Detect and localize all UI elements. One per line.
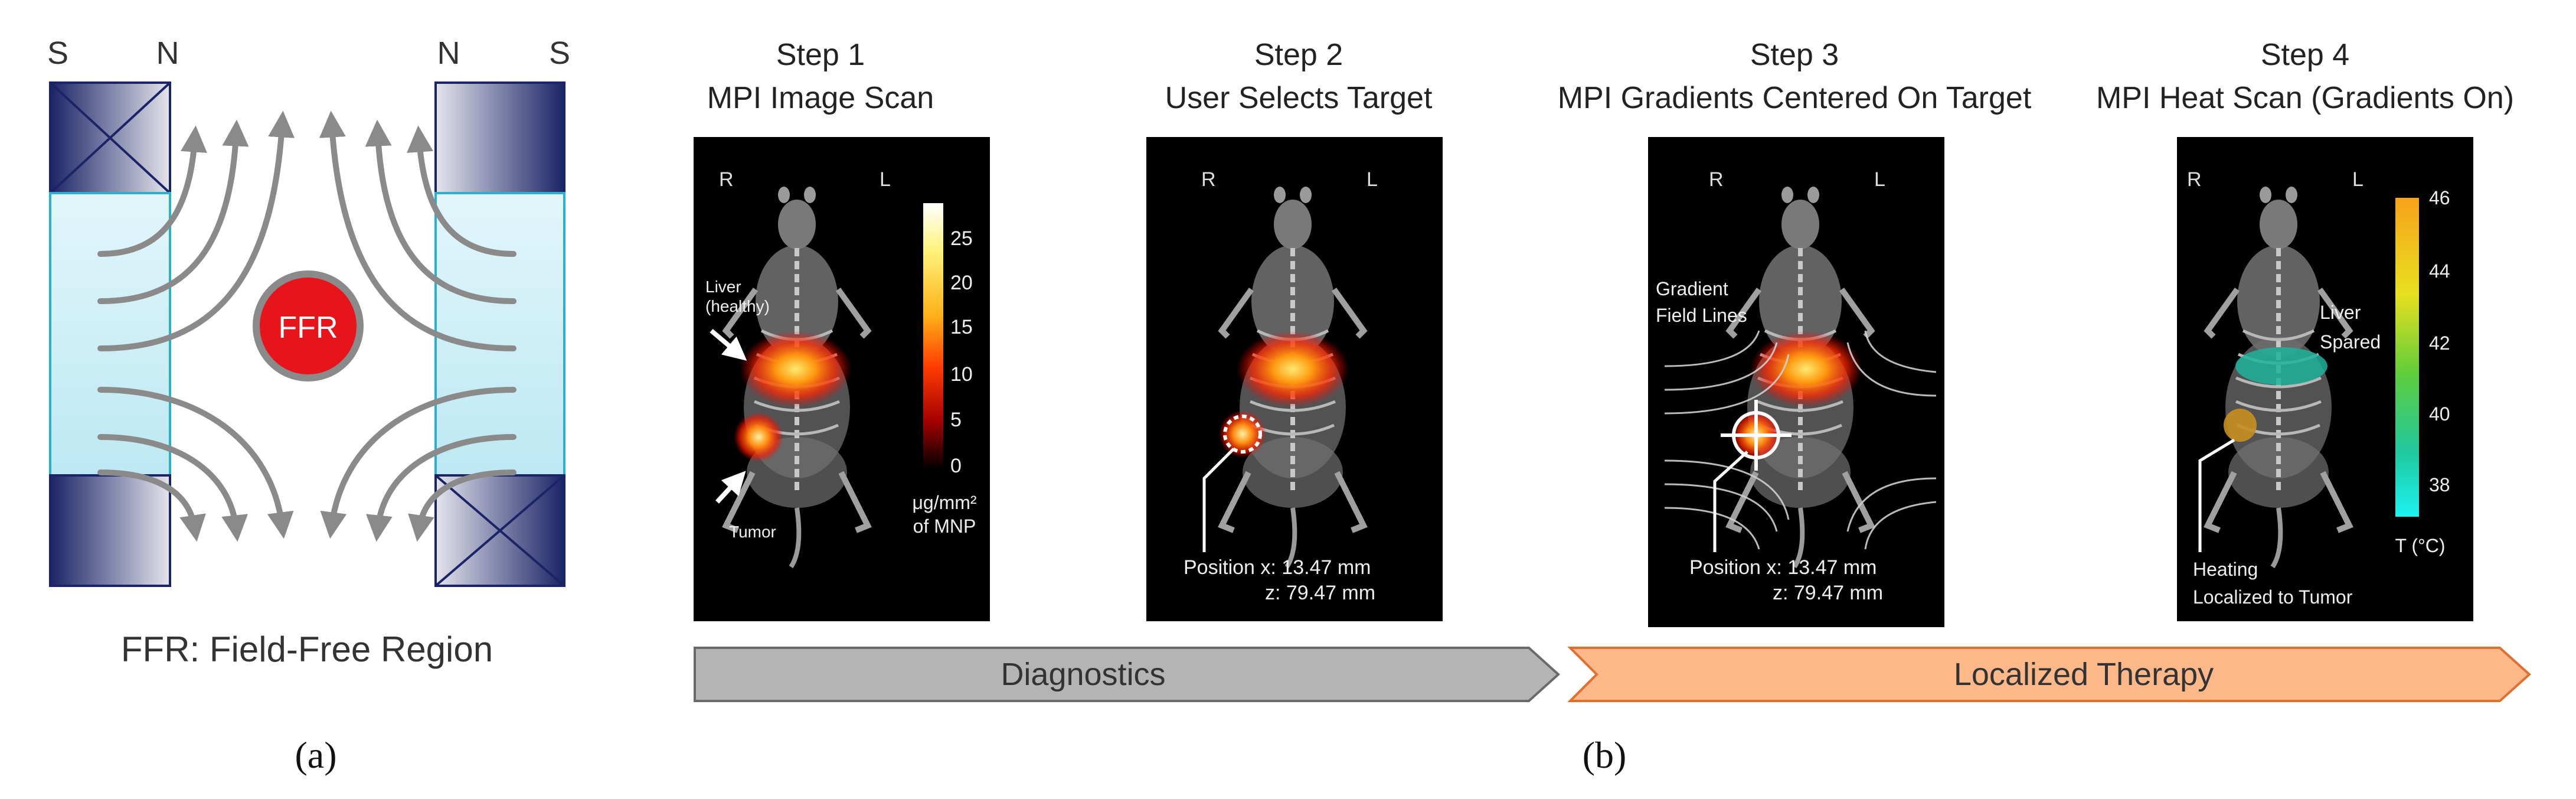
pole-label-n-right: N xyxy=(437,35,460,71)
step-2-number: Step 2 xyxy=(1254,38,1343,72)
tick-25: 25 xyxy=(950,227,973,250)
orientation-r: R xyxy=(1201,168,1216,191)
tumor-arrow xyxy=(715,471,746,504)
step-3-image: R L Gradient Field Lines Position x: 13.… xyxy=(1648,137,1944,627)
step-4-number: Step 4 xyxy=(2261,38,2349,72)
tumor-region-hot xyxy=(2224,409,2257,442)
tick-44: 44 xyxy=(2429,260,2450,282)
pole-label-n-left: N xyxy=(156,35,179,71)
tick-20: 20 xyxy=(950,272,973,294)
therapy-arrow xyxy=(1567,647,2531,702)
tick-46: 46 xyxy=(2429,187,2450,208)
liver-region-cool xyxy=(2235,347,2327,385)
magnet-bottom-left xyxy=(49,474,171,587)
target-selection-circle xyxy=(1223,415,1262,454)
diagnostics-arrow xyxy=(694,647,1560,702)
position-x: Position x: 13.47 mm xyxy=(1689,556,1877,579)
temperature-unit: T (°C) xyxy=(2395,535,2445,556)
panel-b-label: (b) xyxy=(1583,734,1627,776)
field-lines xyxy=(97,110,516,542)
step-2-title: User Selects Target xyxy=(1165,81,1433,115)
temperature-colorbar xyxy=(2395,198,2419,517)
ffr-circle xyxy=(253,270,364,381)
orientation-l: L xyxy=(1367,168,1378,191)
crosshair-icon xyxy=(1721,400,1792,471)
step-1-title: MPI Image Scan xyxy=(707,81,934,115)
step-3-number: Step 3 xyxy=(1750,38,1839,72)
gap-left xyxy=(49,192,171,477)
target-pointer-line xyxy=(1202,448,1235,552)
liver-label: Liver xyxy=(705,278,741,296)
liver-sublabel: Spared xyxy=(2320,331,2381,353)
tick-42: 42 xyxy=(2429,332,2450,354)
temperature-ticks: 46 44 42 40 38 xyxy=(2429,187,2450,495)
step-1-image: R L Liver (healthy) Tumor 25 20 15 10 5 … xyxy=(694,137,990,621)
concentration-colorbar xyxy=(923,203,943,469)
position-z: z: 79.47 mm xyxy=(1265,582,1375,604)
orientation-l: L xyxy=(1874,168,1885,191)
tick-40: 40 xyxy=(2429,403,2450,425)
tick-38: 38 xyxy=(2429,474,2450,495)
pole-label-s-right: S xyxy=(549,35,570,71)
gradient-sublabel: Field Lines xyxy=(1656,305,1747,326)
magnet-top-left-cross xyxy=(49,81,171,194)
colorbar-unit: μg/mm² xyxy=(912,492,976,513)
step-4-title: MPI Heat Scan (Gradients On) xyxy=(2096,81,2514,115)
step-4-image: R L Liver Spared Heating Localized to Tu… xyxy=(2177,137,2473,621)
colorbar-unit-2: of MNP xyxy=(913,516,976,537)
orientation-r: R xyxy=(719,168,734,191)
pole-label-s-left: S xyxy=(47,35,68,71)
orientation-l: L xyxy=(2352,168,2363,191)
tick-0: 0 xyxy=(950,455,962,477)
liver-signal xyxy=(1237,331,1349,407)
step-2-image: R L Position x: 13.47 mm z: 79.47 mm xyxy=(1146,137,1443,621)
magnet-top-right xyxy=(434,81,565,194)
tick-5: 5 xyxy=(950,409,962,431)
orientation-r: R xyxy=(2187,168,2202,191)
ffr-caption: FFR: Field-Free Region xyxy=(121,630,493,669)
colorbar-ticks: 25 20 15 10 5 0 xyxy=(950,227,973,477)
heating-sublabel: Localized to Tumor xyxy=(2193,586,2353,608)
gradient-field-lines xyxy=(1664,330,1937,550)
position-x: Position x: 13.47 mm xyxy=(1184,556,1371,579)
heating-pointer-line xyxy=(2198,438,2235,552)
step-1-number: Step 1 xyxy=(776,38,865,72)
liver-label: Liver xyxy=(2320,302,2361,323)
panel-a-label: (a) xyxy=(295,734,336,776)
gradient-label: Gradient xyxy=(1656,278,1728,299)
ffr-label: FFR xyxy=(278,311,338,345)
tick-15: 15 xyxy=(950,316,973,338)
target-pointer-line xyxy=(1713,451,1748,552)
tumor-signal xyxy=(734,412,783,462)
tumor-label: Tumor xyxy=(729,523,776,541)
magnet-bottom-right-cross xyxy=(434,474,565,587)
step-3-title: MPI Gradients Centered On Target xyxy=(1558,81,2032,115)
tick-10: 10 xyxy=(950,363,973,386)
therapy-label: Localized Therapy xyxy=(1954,657,2214,692)
liver-signal xyxy=(1750,331,1862,407)
panel-a: S N N S FFR FFR: Field-Free Region xyxy=(47,35,570,776)
diagnostics-label: Diagnostics xyxy=(1001,657,1165,692)
heating-label: Heating xyxy=(2193,559,2258,580)
orientation-l: L xyxy=(880,168,891,191)
liver-arrow xyxy=(710,328,747,361)
position-z: z: 79.47 mm xyxy=(1773,582,1883,604)
liver-sublabel: (healthy) xyxy=(705,297,770,315)
orientation-r: R xyxy=(1709,168,1724,191)
liver-signal xyxy=(740,331,852,407)
panel-b: Step 1 MPI Image Scan Step 2 User Select… xyxy=(694,38,2531,776)
